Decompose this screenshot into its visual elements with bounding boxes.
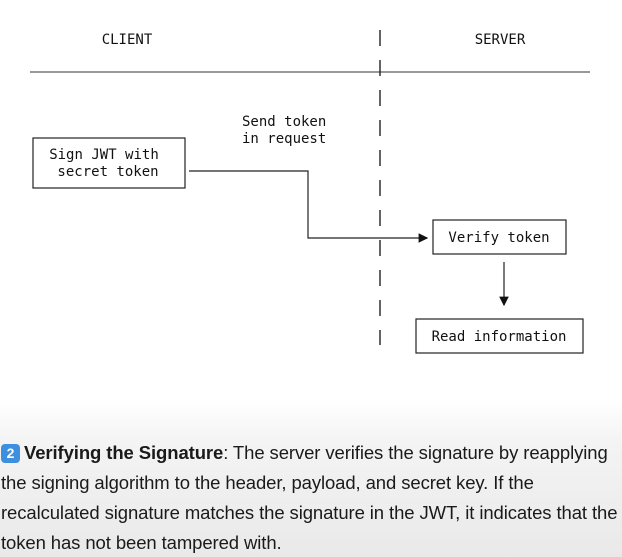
send-token-line-2: in request (242, 131, 326, 147)
step-description: : The server verifies the signature by r… (1, 442, 618, 553)
verify-token-label: Verify token (448, 230, 549, 246)
sign-jwt-line-2: secret token (57, 164, 158, 180)
jwt-flow-diagram: CLIENT SERVER Sign JWT with secret token… (30, 30, 590, 354)
read-information-box (415, 318, 584, 354)
sign-jwt-box (32, 137, 186, 189)
sign-jwt-line-1: Sign JWT with (49, 147, 159, 163)
read-information-label: Read information (432, 329, 567, 345)
step-title: Verifying the Signature (24, 442, 224, 463)
step-number-badge: 2 (1, 444, 20, 463)
client-column-label: CLIENT (102, 32, 153, 48)
server-column-label: SERVER (475, 32, 526, 48)
send-token-connector (189, 170, 429, 243)
send-token-line-1: Send token (242, 114, 326, 130)
verify-token-box (432, 219, 567, 255)
